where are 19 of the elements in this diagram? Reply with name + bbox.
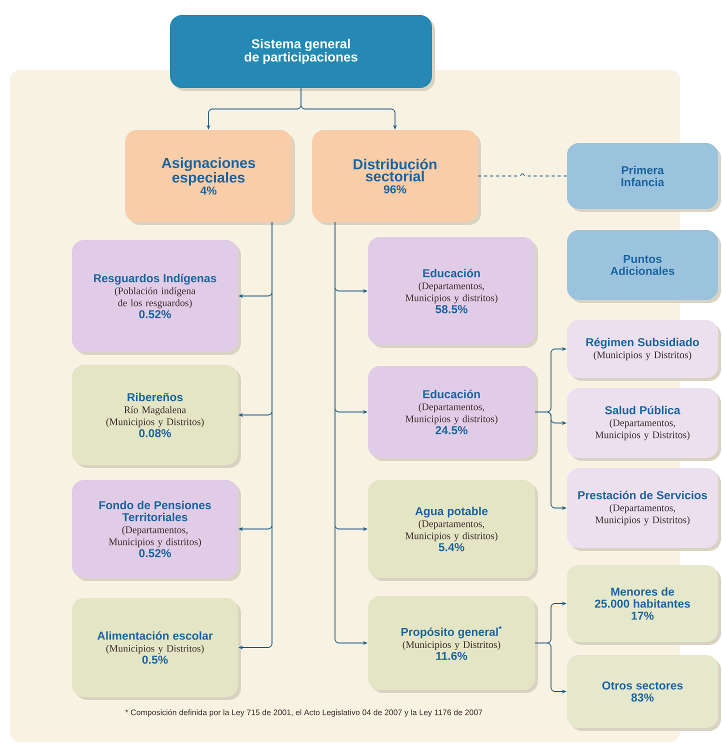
box: Educación (Departamentos, Municipios y distritos) 24.5%: [368, 366, 538, 461]
box: Prestación de Servicios (Departamentos, Municipios y Distritos): [567, 468, 721, 551]
box: Régimen Subsidiado (Municipios y Distritos): [567, 320, 721, 381]
box: Propósito general$^{*}$ (Municipios y Distritos) 11.6%: [368, 596, 538, 693]
box: Asignaciones especiales 4%: [125, 130, 295, 225]
box: Alimentación escolar (Municipios y Distritos) 0.5%: [72, 598, 241, 700]
box: Primera Infancia: [567, 143, 721, 212]
box: Resguardos Indígenas (Población indígena de los resguardos) 0.52%: [72, 240, 241, 355]
box: Ribereños Río Magdalena (Municipios y Distritos) 0.08%: [72, 365, 241, 468]
box: Salud Pública (Departamentos, Municipios y Distritos): [567, 388, 721, 461]
box: Distribución sectorial 96%: [312, 130, 481, 225]
footnote: * Composición definida por la Ley 715 de 2001, el Acto Legislativo 04 de 2007 y la Ley 1176 de 2007: [125, 709, 482, 717]
box: Agua potable (Departamentos, Municipios y distritos) 5.4%: [368, 480, 538, 581]
box: Fondo de Pensiones Territoriales (Departamentos, Municipios y distritos) 0.52%: [72, 480, 241, 581]
box: Puntos Adicionales: [567, 230, 721, 303]
box: Menores de 25.000 habitantes 17%: [567, 565, 721, 645]
box: Otros sectores 83%: [567, 655, 721, 731]
box: Educación (Departamentos, Municipios y distritos) 58.5%: [368, 237, 538, 348]
box: Sistema general de participaciones: [170, 15, 435, 91]
